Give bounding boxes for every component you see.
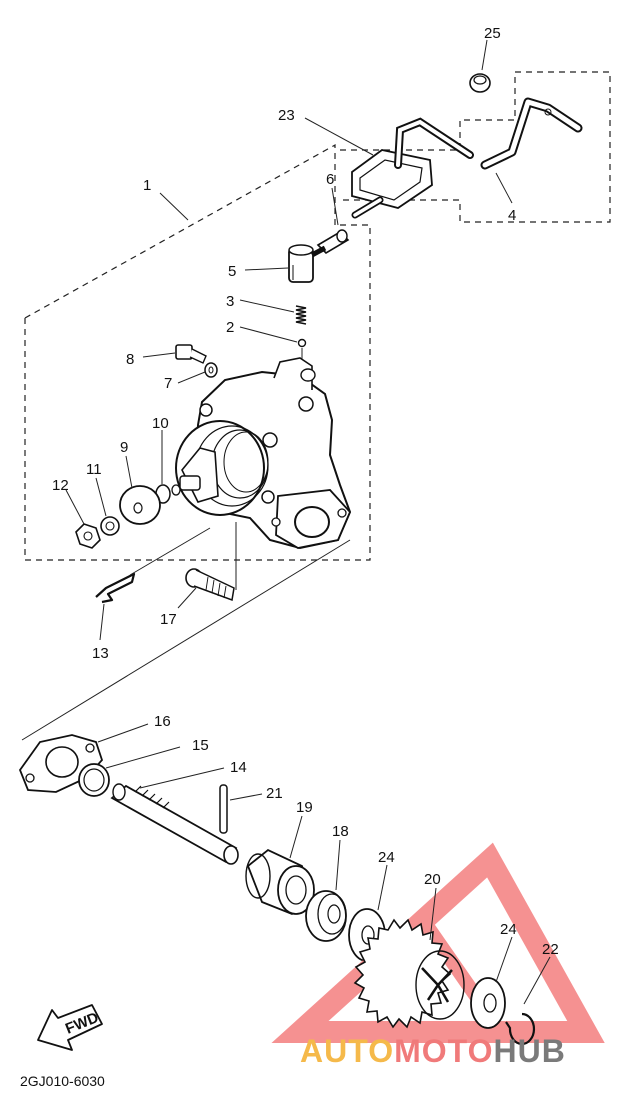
leader-13-a bbox=[129, 527, 211, 576]
part-14-shaft bbox=[110, 783, 239, 865]
assembly-boundary bbox=[24, 143, 371, 561]
part-20-gear bbox=[353, 918, 465, 1029]
callout-7: 7 bbox=[164, 375, 172, 392]
watermark-auto: AUTO bbox=[300, 1033, 394, 1069]
callout-13: 13 bbox=[92, 645, 109, 662]
callout-4: 4 bbox=[508, 207, 516, 224]
callout-5: 5 bbox=[228, 263, 236, 280]
leader-14 bbox=[139, 767, 225, 789]
part-17-bolt bbox=[185, 568, 235, 602]
callout-18: 18 bbox=[332, 823, 349, 840]
callout-24a: 24 bbox=[378, 849, 395, 866]
leader-6 bbox=[331, 187, 339, 226]
leader-9 bbox=[125, 455, 133, 489]
leader-16 bbox=[97, 723, 149, 743]
leader-22 bbox=[523, 956, 551, 1005]
leader-4 bbox=[495, 172, 513, 204]
callout-14: 14 bbox=[230, 759, 247, 776]
watermark-text: AUTOMOTOHUB bbox=[300, 1033, 566, 1069]
part-19-bushing bbox=[245, 848, 315, 916]
part-22-circlip bbox=[505, 1012, 536, 1046]
leader-25 bbox=[481, 39, 488, 71]
callout-10: 10 bbox=[152, 415, 169, 432]
leader-23 bbox=[304, 117, 374, 156]
leader-5 bbox=[244, 267, 289, 271]
part-8-bolt bbox=[175, 344, 207, 364]
callout-3: 3 bbox=[226, 293, 234, 310]
callout-6: 6 bbox=[326, 171, 334, 188]
part-24-washer-b bbox=[470, 977, 506, 1029]
callout-24b: 24 bbox=[500, 921, 517, 938]
leader-18 bbox=[335, 839, 341, 891]
callout-11: 11 bbox=[86, 461, 102, 478]
part-2-check-ball bbox=[297, 338, 307, 348]
part-7-washer bbox=[204, 362, 218, 378]
leader-gasket bbox=[21, 539, 351, 741]
watermark-moto: MOTO bbox=[394, 1033, 493, 1069]
diagram-code: 2GJ010-6030 bbox=[20, 1073, 105, 1089]
leader-3 bbox=[239, 299, 295, 313]
leader-20 bbox=[429, 887, 437, 941]
leader-24b bbox=[495, 936, 513, 983]
part-12-nut bbox=[75, 523, 101, 549]
part-9-plate bbox=[119, 485, 161, 525]
callout-20: 20 bbox=[424, 871, 441, 888]
callout-21: 21 bbox=[266, 785, 283, 802]
callout-22: 22 bbox=[542, 941, 559, 958]
part-15-o-ring bbox=[78, 763, 110, 797]
callout-15: 15 bbox=[192, 737, 209, 754]
part-25-cap bbox=[469, 73, 491, 93]
callout-2: 2 bbox=[226, 319, 234, 336]
part-18-ring bbox=[305, 890, 347, 942]
leader-12 bbox=[65, 489, 85, 525]
hose-boundary bbox=[340, 71, 611, 223]
leader-17-b bbox=[177, 587, 197, 609]
callout-12: 12 bbox=[52, 477, 69, 494]
part-5-banjo-fitting bbox=[288, 244, 327, 283]
callout-17: 17 bbox=[160, 611, 177, 628]
leader-2 bbox=[239, 326, 298, 343]
part-1-pump-body bbox=[175, 357, 352, 550]
part-21-pin bbox=[219, 784, 228, 834]
callout-16: 16 bbox=[154, 713, 171, 730]
part-4-oil-hose bbox=[480, 97, 583, 170]
leader-7 bbox=[177, 371, 206, 384]
leader-13-b bbox=[99, 603, 105, 641]
callout-9: 9 bbox=[120, 439, 128, 456]
callout-25: 25 bbox=[484, 25, 501, 42]
callout-1: 1 bbox=[143, 177, 151, 194]
callout-8: 8 bbox=[126, 351, 134, 368]
leader-1 bbox=[159, 192, 189, 221]
leader-19 bbox=[289, 815, 303, 859]
callout-23: 23 bbox=[278, 107, 295, 124]
leader-24a bbox=[377, 864, 388, 911]
fwd-arrow-icon: FWD bbox=[37, 1004, 103, 1051]
callout-19: 19 bbox=[296, 799, 313, 816]
leader-15 bbox=[105, 746, 181, 769]
part-11-washer bbox=[100, 516, 120, 536]
leader-11 bbox=[95, 477, 107, 517]
leader-8 bbox=[142, 352, 176, 358]
part-3-spring bbox=[295, 305, 307, 325]
leader-21 bbox=[229, 793, 263, 801]
part-13-clip bbox=[95, 572, 136, 604]
watermark-hub: HUB bbox=[493, 1033, 565, 1069]
part-23-oil-tank bbox=[351, 117, 474, 219]
